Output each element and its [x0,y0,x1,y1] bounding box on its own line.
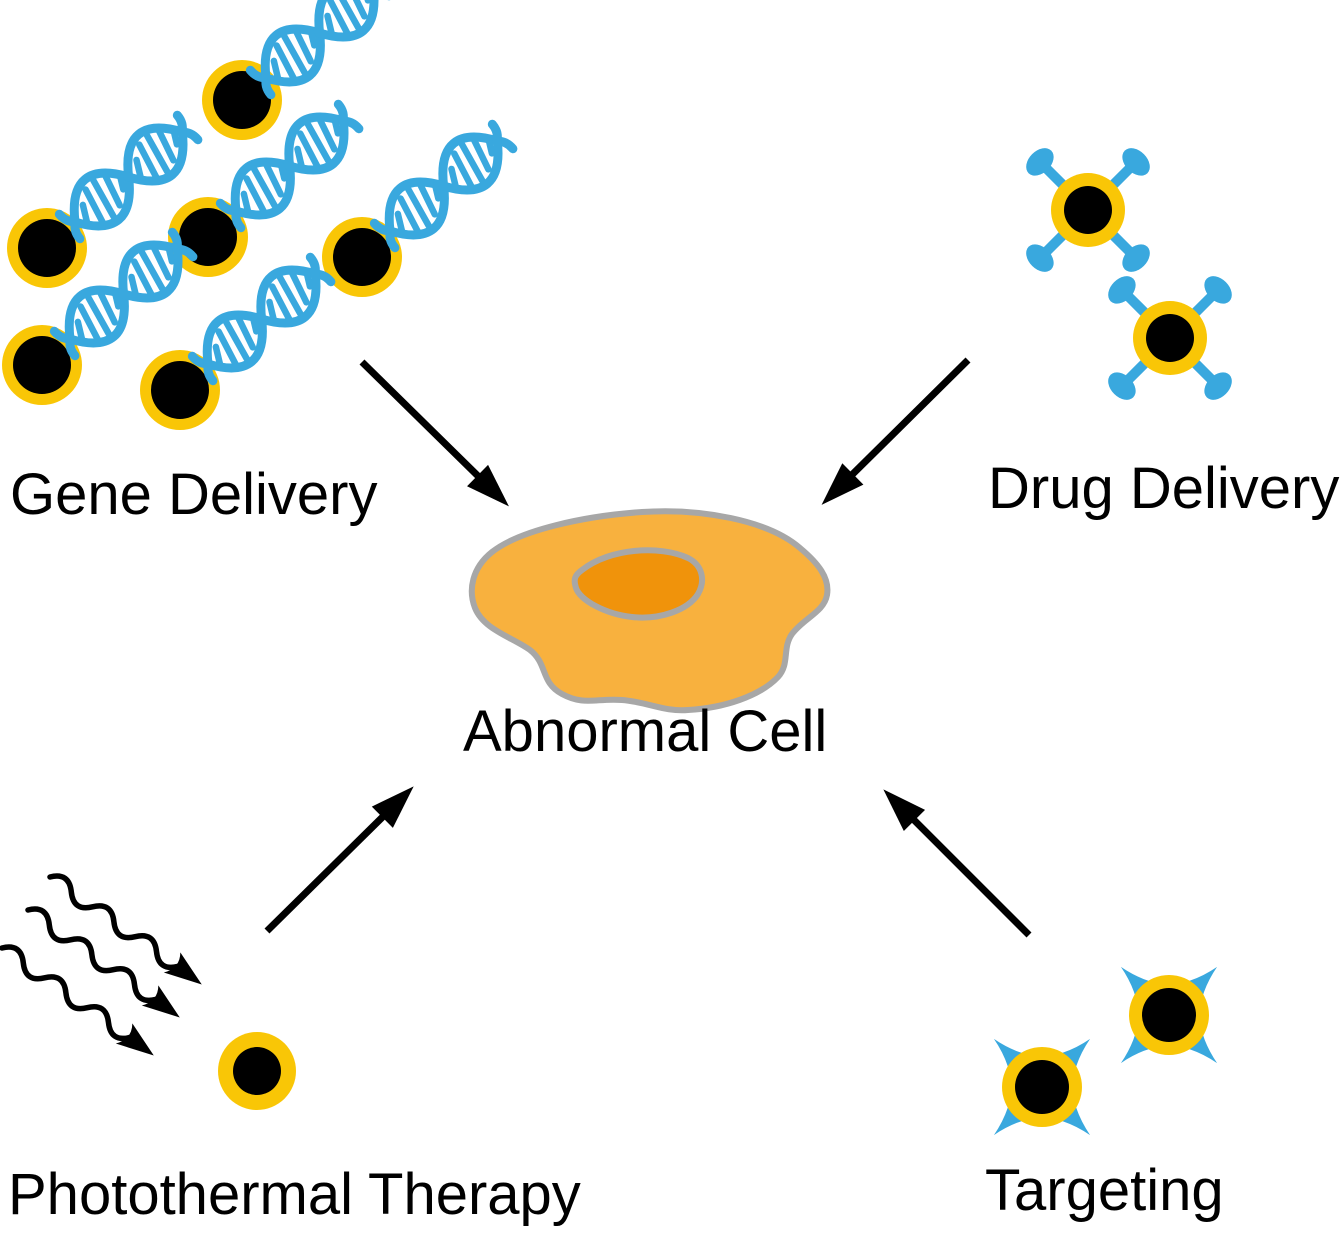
gold-nanoparticle-targeting-icon [976,1021,1109,1154]
gene-delivery-group [2,0,519,430]
arrow-drug-delivery-to-cell [811,349,979,515]
gold-nanoparticle-drug-icon [1103,271,1237,405]
drug-delivery-group [1021,143,1237,405]
gold-nanoparticle-dna-icon [322,116,519,297]
gene-delivery-label: Gene Delivery [10,462,378,527]
gold-nanoparticle-targeting-icon [1103,949,1236,1082]
abnormal-cell-label: Abnormal Cell [463,699,828,764]
light-wave-arrow-icon [43,866,210,994]
drug-delivery-label: Drug Delivery [988,456,1340,521]
gold-nanoparticle-icon [218,1032,296,1110]
photothermal-group [0,866,296,1110]
targeting-group [976,949,1236,1154]
targeting-label: Targeting [985,1158,1224,1223]
arrow-targeting-to-cell [873,779,1040,946]
gold-nanoparticle-drug-icon [1021,143,1155,277]
light-wave-arrow-icon [0,937,162,1065]
photothermal-therapy-label: Photothermal Therapy [8,1162,581,1227]
arrow-photothermal-to-cell [256,776,424,942]
abnormal-cell-icon [468,508,831,714]
